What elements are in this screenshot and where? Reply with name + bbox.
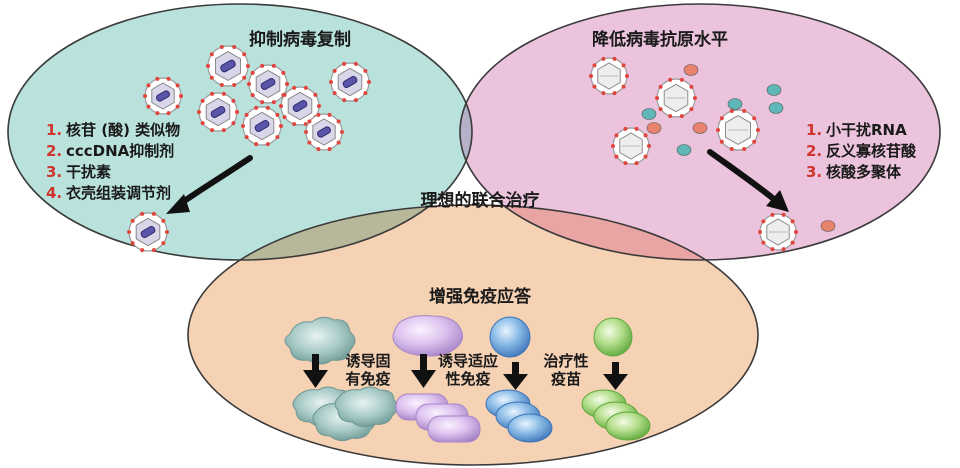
innate-cell-cluster [292,386,398,442]
innate-cell-top [284,316,356,365]
virus-particle [655,77,697,119]
purple-cell-top [392,315,464,357]
blue-cell-cluster [485,389,553,443]
virus-particle [247,63,289,105]
right-curved-arrow [707,149,789,212]
antigen-dot [768,102,784,114]
innate-label-line1: 诱导固 [345,352,390,370]
right-circle-title: 降低病毒抗原水平 [592,29,728,50]
innate-label-line2: 有免疫 [345,370,390,388]
down-arrow [411,354,436,388]
list-text: cccDNA抑制剂 [66,142,174,160]
vaccine-label-line1: 治疗性 [543,352,588,370]
list-text: 核苷 (酸) 类似物 [66,121,180,139]
antigen-dot [727,98,743,110]
virus-particle [716,108,760,152]
list-text: 核酸多聚体 [826,163,902,181]
virus-particle [758,212,798,252]
list-number: 3. [806,163,822,181]
virus-particle [206,44,250,88]
list-number: 2. [806,142,822,160]
virus-particle [611,126,651,166]
antigen-dot [683,64,699,76]
virus-cluster-right [589,56,798,252]
right-therapy-list: 1. 小干扰RNA 2. 反义寡核苷酸 3. 核酸多聚体 [806,121,917,181]
list-item: 4. 衣壳组装调节剂 [46,184,171,202]
bottom-circle-title: 增强免疫应答 [429,286,532,307]
list-text: 干扰素 [66,163,111,181]
antigen-dot [676,144,692,156]
virus-particle [197,91,239,133]
virus-particle [304,112,344,152]
antigen-dot [646,122,662,134]
adaptive-label-line1: 诱导适应 [438,352,498,370]
vaccine-label-line2: 疫苗 [551,370,581,388]
list-number: 4. [46,184,62,202]
left-circle-title: 抑制病毒复制 [249,29,351,50]
left-curved-arrow [166,155,253,214]
antigen-dot [820,220,836,232]
list-item: 2. cccDNA抑制剂 [46,142,174,160]
blue-cell-top [489,316,531,358]
antigen-dot [641,108,657,120]
virus-particle [279,85,321,127]
down-arrow [503,362,528,390]
list-number: 3. [46,163,62,181]
center-title: 理想的联合治疗 [421,190,540,211]
list-number: 1. [806,121,822,139]
green-cell-cluster [581,389,651,441]
list-item: 2. 反义寡核苷酸 [806,142,917,160]
list-text: 衣壳组装调节剂 [66,184,171,202]
list-item: 3. 核酸多聚体 [806,163,902,181]
list-number: 2. [46,142,62,160]
adaptive-cell-cluster [395,393,481,443]
list-item: 1. 小干扰RNA [806,121,907,139]
antigen-particles [641,64,836,232]
antigen-dot [692,122,708,134]
virus-particle [127,211,169,253]
virus-particle [589,56,629,96]
virus-particle [329,61,371,103]
virus-particle [143,76,183,116]
list-text: 反义寡核苷酸 [826,142,917,160]
virus-cluster-left [127,44,371,253]
list-item: 3. 干扰素 [46,163,111,181]
list-number: 1. [46,121,62,139]
adaptive-label-line2: 性免疫 [445,370,490,388]
antigen-dot [766,84,782,96]
virus-particle [241,105,283,147]
left-therapy-list: 1. 核苷 (酸) 类似物 2. cccDNA抑制剂 3. 干扰素 4. 衣壳组… [46,121,180,202]
list-text: 小干扰RNA [826,121,907,139]
green-cell-top [593,317,633,357]
down-arrow [303,354,328,388]
down-arrow [603,362,628,390]
list-item: 1. 核苷 (酸) 类似物 [46,121,180,139]
